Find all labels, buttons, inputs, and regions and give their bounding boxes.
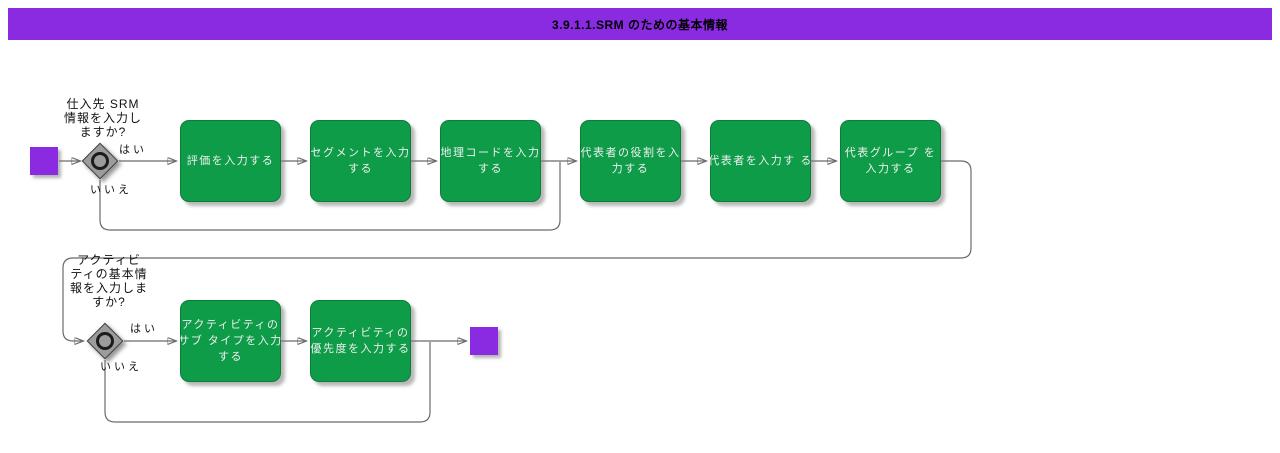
decision2-gateway <box>86 322 124 360</box>
end-node <box>470 327 498 355</box>
decision1-yes-label: はい <box>119 144 147 156</box>
decision2-yes-label: はい <box>130 323 158 335</box>
task-enter-activity-subtype: アクティビティの サブ タイプを入力 する <box>178 300 281 382</box>
title-bar: 3.9.1.1.SRM のための基本情報 <box>8 8 1272 40</box>
decision1-no-label: いいえ <box>90 184 132 196</box>
decision1-question: 仕入先 SRM 情報を入力し ますか? <box>63 97 142 139</box>
connector-decision2-no-bypass <box>104 342 431 423</box>
task-enter-segment: セグメントを入力 する <box>310 120 411 202</box>
task-enter-rep-group: 代表グループ を 入力する <box>840 120 941 202</box>
task-enter-geo-code: 地理コードを入力 する <box>440 120 541 202</box>
task-enter-rep-role: 代表者の役割を入 力する <box>580 120 681 202</box>
connector-task6-to-decision2 <box>62 160 972 341</box>
start-node <box>30 147 58 175</box>
diagram-title: 3.9.1.1.SRM のための基本情報 <box>551 17 729 32</box>
task-enter-activity-priority: アクティビティの 優先度を入力する <box>310 300 411 382</box>
decision2-circle-glyph <box>96 332 114 350</box>
task-enter-representative: 代表者を入力す る <box>708 120 811 202</box>
connector-decision1-no-bypass <box>99 162 561 231</box>
task-enter-rating: 評価を入力する <box>180 120 281 202</box>
decision2-question: アクティビ ティの基本情 報を入力しま すか? <box>69 253 148 309</box>
decision1-gateway <box>81 142 119 180</box>
decision2-no-label: いいえ <box>100 361 142 373</box>
decision1-circle-glyph <box>91 152 109 170</box>
